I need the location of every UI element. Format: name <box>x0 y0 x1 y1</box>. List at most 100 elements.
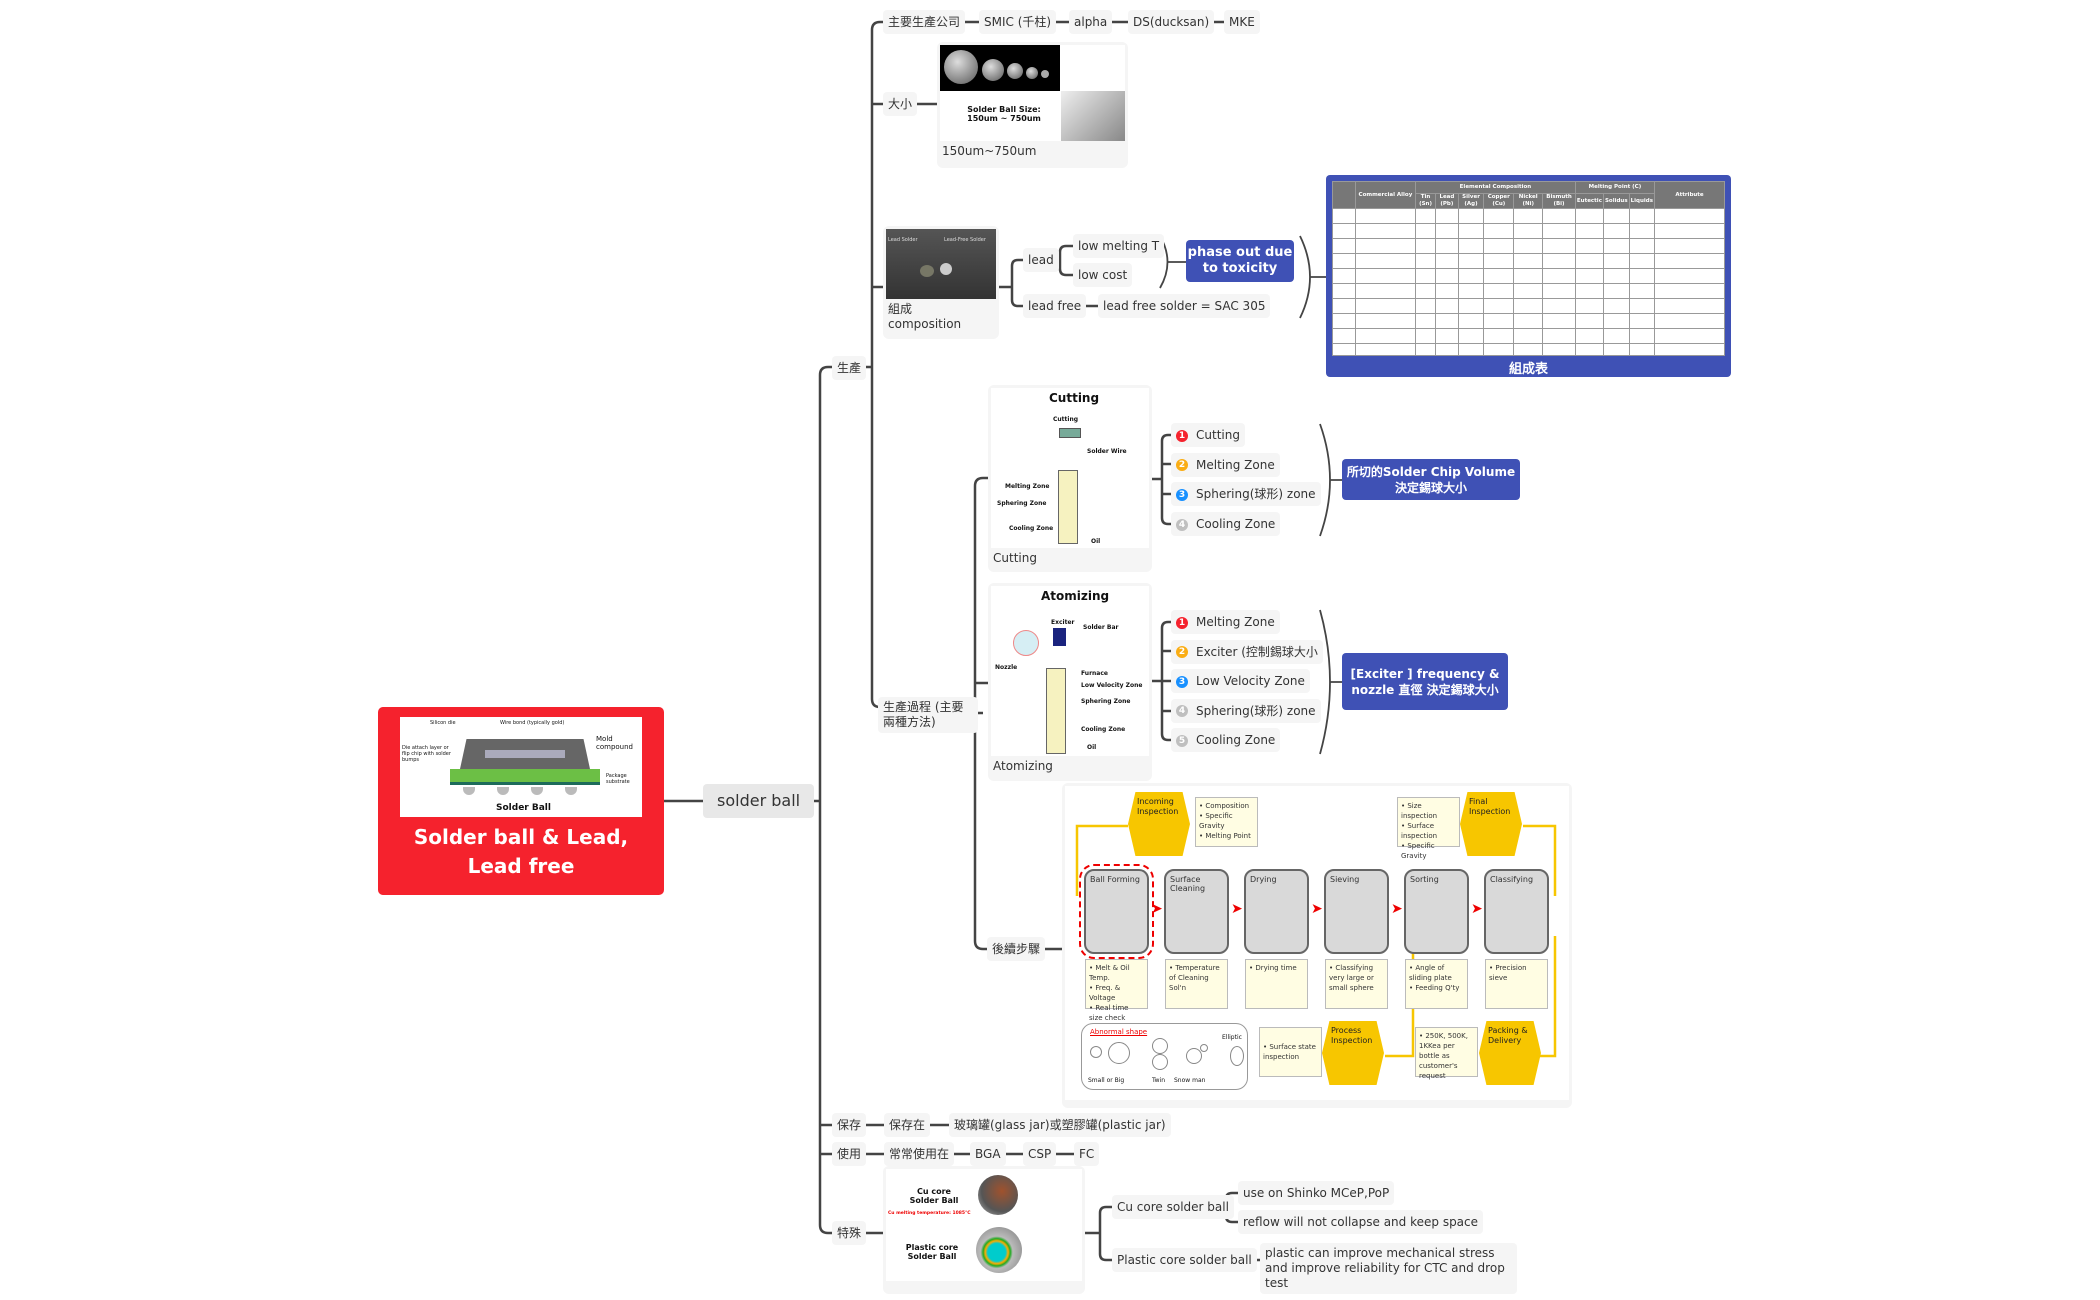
node-usage[interactable]: 使用 <box>832 1142 867 1166</box>
packing-notes: • 250K, 500K, 1KKea per bottle as custom… <box>1415 1027 1478 1080</box>
node-storage-value[interactable]: 玻璃罐(glass jar)或塑膠罐(plastic jar) <box>949 1113 1171 1137</box>
special-card[interactable]: Cu core Solder Ball Cu melting temperatu… <box>883 1166 1085 1294</box>
table-cell <box>1574 343 1604 356</box>
table-cell: 250-500 ppm <box>1513 253 1544 269</box>
company-smic[interactable]: SMIC (千柱) <box>979 10 1057 34</box>
usage-fc[interactable]: FC <box>1074 1142 1100 1166</box>
step-number-icon: 3 <box>1176 488 1188 501</box>
table-cell: - <box>1513 238 1544 254</box>
usage-bga[interactable]: BGA <box>970 1142 1006 1166</box>
abnormal-title: Abnormal shape <box>1090 1028 1148 1036</box>
table-cell: 217 <box>1602 343 1630 356</box>
node-plastic-core[interactable]: Plastic core solder ball <box>1112 1248 1257 1272</box>
composition-card[interactable]: Lead Solder Lead-Free Solder 組成 composit… <box>883 226 999 339</box>
company-mke[interactable]: MKE <box>1224 10 1260 34</box>
table-cell: 4 <box>1457 283 1485 299</box>
table-cell: - <box>1513 268 1544 284</box>
table-cell: SAC125 w/Ni <box>1354 253 1417 269</box>
table-cell: - <box>1483 313 1515 329</box>
node-low-melting[interactable]: low melting T <box>1073 234 1165 258</box>
node-storage-sub[interactable]: 保存在 <box>884 1113 931 1137</box>
image-label: Furnace <box>1081 670 1108 677</box>
node-production[interactable]: 生產 <box>832 356 867 380</box>
table-cell: Tin-Lead <box>1332 208 1356 224</box>
node-companies[interactable]: 主要生產公司 <box>883 10 966 34</box>
company-alpha[interactable]: alpha <box>1069 10 1113 34</box>
table-cell <box>1332 343 1356 356</box>
node-process[interactable]: 生產過程 (主要兩種方法) <box>878 697 978 733</box>
image-label: Oil <box>1091 538 1101 545</box>
table-cell: - <box>1457 208 1485 224</box>
atomizing-caption: Atomizing <box>993 759 1053 773</box>
node-special[interactable]: 特殊 <box>832 1221 867 1245</box>
cutting-card[interactable]: Cutting Cutting Solder Wire Melting Zone… <box>988 385 1152 572</box>
atomizing-card[interactable]: Atomizing Exciter Solder Bar Nozzle Furn… <box>988 583 1152 781</box>
root-topic[interactable]: Silicon die Wire bond (typically gold) D… <box>378 707 664 895</box>
followup-card[interactable]: Incoming Inspection • Composition • Spec… <box>1062 783 1572 1108</box>
step-number-icon: 2 <box>1176 459 1188 472</box>
table-cell: - <box>1513 328 1544 344</box>
flow-step: Sorting <box>1404 869 1469 954</box>
node-low-cost[interactable]: low cost <box>1073 263 1133 287</box>
table-cell: Industry standard lead free <box>1654 283 1725 299</box>
step-label: Cutting <box>1196 428 1240 442</box>
table-cell: 0.5 <box>1483 268 1515 284</box>
step-label: Sphering(球形) zone <box>1196 703 1316 718</box>
node-cu-core[interactable]: Cu core solder ball <box>1112 1195 1234 1219</box>
table-cell <box>1574 328 1604 344</box>
company-ducksan[interactable]: DS(ducksan) <box>1128 10 1215 34</box>
node-lead[interactable]: lead <box>1023 248 1059 272</box>
abnormal-label: Snow man <box>1174 1077 1206 1084</box>
atomizing-note[interactable]: [Exciter ] frequency & nozzle 直徑 決定錫球大小 <box>1342 653 1508 710</box>
image-label: Cu core Solder Ball <box>909 1187 959 1205</box>
table-header: Bismuth (Bi) <box>1542 193 1576 209</box>
plastic-note[interactable]: plastic can improve mechanical stress an… <box>1260 1243 1517 1294</box>
usage-csp[interactable]: CSP <box>1023 1142 1057 1166</box>
node-lead-free[interactable]: lead free <box>1023 294 1087 318</box>
phase-out-note[interactable]: phase out due to toxicity <box>1186 240 1294 282</box>
cu-note-1[interactable]: use on Shinko MCeP,PoP <box>1238 1181 1395 1205</box>
node-usage-sub[interactable]: 常常使用在 <box>884 1142 955 1166</box>
flow-step: Surface Cleaning <box>1164 869 1229 954</box>
table-cell: SAC105 <box>1354 238 1417 254</box>
node-lead-free-note[interactable]: lead free solder = SAC 305 <box>1098 294 1271 318</box>
cu-note-2[interactable]: reflow will not collapse and keep space <box>1238 1210 1484 1234</box>
table-cell: 95.5 <box>1414 283 1437 299</box>
table-cell: SAC405 <box>1354 283 1417 299</box>
table-group-header: Elemental Composition <box>1415 181 1576 194</box>
cutting-note[interactable]: 所切的Solder Chip Volume 決定錫球大小 <box>1342 459 1520 500</box>
table-cell: Sn62/Pb36/Ag2 <box>1354 223 1417 239</box>
table-cell: Lead free low melting point <box>1654 313 1725 329</box>
table-cell: 225 <box>1628 283 1656 299</box>
table-cell <box>1654 343 1725 356</box>
table-cell <box>1332 253 1356 269</box>
size-card[interactable]: Solder Ball Size: 150um ~ 750um 150um~75… <box>937 42 1128 168</box>
size-caption: 150um~750um <box>942 144 1037 158</box>
table-cell: 217 <box>1602 253 1630 269</box>
table-cell: 57.6 <box>1542 313 1576 329</box>
callout-label: Wire bond (typically gold) <box>500 720 565 726</box>
table-cell: - <box>1542 268 1576 284</box>
table-cell: 0.3 <box>1457 343 1485 356</box>
node-size[interactable]: 大小 <box>883 92 918 116</box>
solder-ball-size-image: Solder Ball Size: 150um ~ 750um <box>940 45 1125 141</box>
table-cell: 228 <box>1628 238 1656 254</box>
node-followup[interactable]: 後續步驟 <box>987 937 1046 961</box>
center-node[interactable]: solder ball <box>703 784 815 818</box>
node-storage[interactable]: 保存 <box>832 1113 867 1137</box>
table-cell: 183 <box>1574 208 1604 224</box>
